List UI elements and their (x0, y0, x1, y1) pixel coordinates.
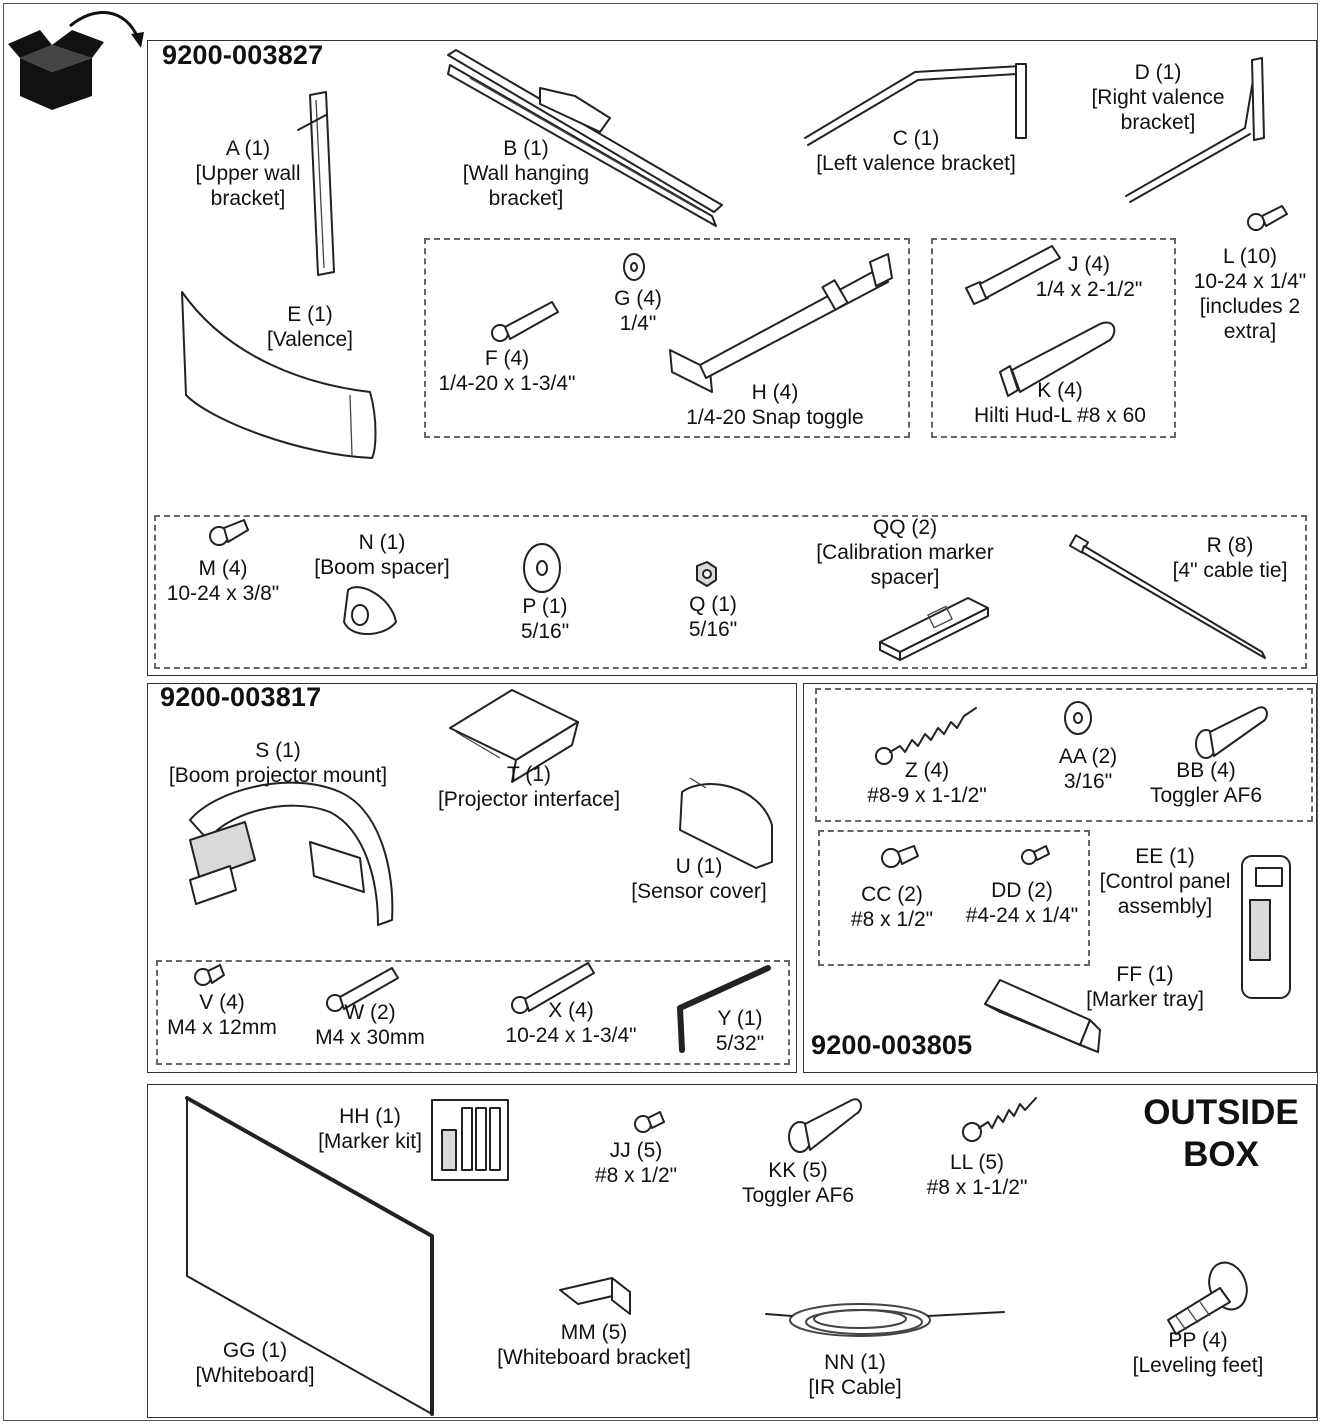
part-label-bb: BB (4)Toggler AF6 (1138, 758, 1274, 808)
boom-spacer-art (344, 587, 396, 634)
screw-z-art (876, 708, 976, 764)
part-label-mm: MM (5)[Whiteboard bracket] (482, 1320, 706, 1370)
part-label-w: W (2)M4 x 30mm (306, 1000, 434, 1050)
part-label-c: C (1)[Left valence bracket] (796, 126, 1036, 176)
open-box-icon (8, 12, 144, 110)
washer-g-art (624, 254, 644, 280)
whiteboard-bracket-art (560, 1278, 630, 1314)
washer-aa-art (1065, 702, 1091, 734)
control-panel-assembly-art (1242, 856, 1290, 998)
part-label-cc: CC (2)#8 x 1/2" (842, 882, 942, 932)
part-label-r: R (8)[4" cable tie] (1160, 533, 1300, 583)
part-label-j: J (4)1/4 x 2-1/2" (1024, 252, 1154, 302)
kit-part-number-9200-003805: 9200-003805 (811, 1030, 972, 1061)
part-label-pp: PP (4)[Leveling feet] (1120, 1328, 1276, 1378)
washer-p-art (524, 544, 560, 592)
part-label-t: T (1)[Projector interface] (424, 762, 634, 812)
part-label-n: N (1)[Boom spacer] (302, 530, 462, 580)
screw-jj-art (635, 1112, 664, 1132)
boom-projector-mount-art (190, 783, 392, 925)
screw-m-art (210, 520, 248, 545)
screw-dd-art (1022, 846, 1049, 864)
part-label-f: F (4)1/4-20 x 1-3/4" (426, 346, 588, 396)
part-label-ll: LL (5)#8 x 1-1/2" (914, 1150, 1040, 1200)
part-label-gg: GG (1)[Whiteboard] (188, 1338, 322, 1388)
bolt-f-art (492, 302, 558, 341)
ir-cable-art (766, 1304, 1004, 1336)
screw-ll-art (963, 1098, 1036, 1141)
outside-box-heading: OUTSIDE BOX (1136, 1092, 1306, 1176)
toggler-bb-art (1196, 707, 1267, 758)
part-label-jj: JJ (5)#8 x 1/2" (584, 1138, 688, 1188)
part-label-ff: FF (1)[Marker tray] (1078, 962, 1212, 1012)
part-label-z: Z (4)#8-9 x 1-1/2" (856, 758, 998, 808)
part-label-x: X (4)10-24 x 1-3/4" (496, 998, 646, 1048)
part-label-q: Q (1)5/16" (678, 592, 748, 642)
part-label-kk: KK (5)Toggler AF6 (726, 1158, 870, 1208)
leveling-foot-art (1168, 1257, 1253, 1334)
kit-part-number-9200-003827: 9200-003827 (162, 40, 323, 71)
part-label-u: U (1)[Sensor cover] (620, 854, 778, 904)
marker-kit-art (432, 1100, 508, 1180)
snap-toggle-h-art (670, 254, 892, 392)
part-label-nn: NN (1)[IR Cable] (790, 1350, 920, 1400)
calibration-marker-spacer-art (880, 598, 988, 660)
part-label-m: M (4)10-24 x 3/8" (156, 556, 290, 606)
part-label-k: K (4)Hilti Hud-L #8 x 60 (960, 378, 1160, 428)
part-label-aa: AA (2)3/16" (1048, 744, 1128, 794)
part-label-e: E (1)[Valence] (250, 302, 370, 352)
kit-part-number-9200-003817: 9200-003817 (160, 682, 321, 713)
toggler-kk-art (789, 1099, 861, 1152)
nut-q-art (697, 562, 716, 586)
screw-cc-art (882, 846, 918, 867)
part-label-s: S (1)[Boom projector mount] (156, 738, 400, 788)
screw-v-art (195, 965, 224, 985)
part-label-v: V (4)M4 x 12mm (160, 990, 284, 1040)
part-label-h: H (4)1/4-20 Snap toggle (672, 380, 878, 430)
part-label-hh: HH (1)[Marker kit] (308, 1104, 432, 1154)
screw-l-art (1248, 206, 1287, 230)
part-label-g: G (4)1/4" (606, 286, 670, 336)
part-label-y: Y (1)5/32" (706, 1006, 774, 1056)
part-label-dd: DD (2)#4-24 x 1/4" (956, 878, 1088, 928)
part-label-p: P (1)5/16" (510, 594, 580, 644)
